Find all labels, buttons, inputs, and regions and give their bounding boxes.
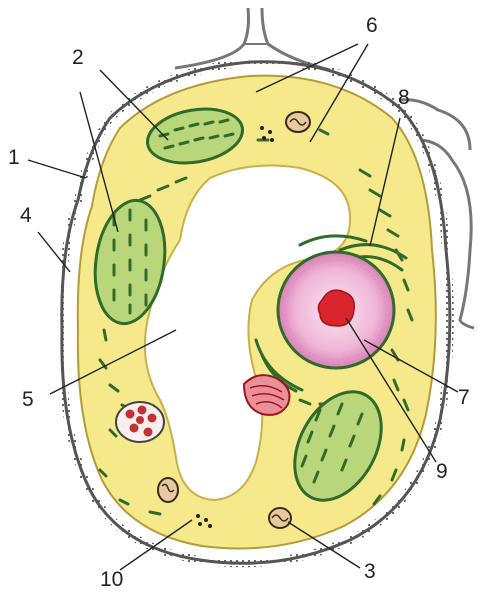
label-3: 3 <box>364 560 376 583</box>
mitochondrion-bottom-left <box>158 478 178 502</box>
nucleus <box>278 252 394 368</box>
label-4: 4 <box>20 204 32 227</box>
label-7: 7 <box>458 386 470 409</box>
label-6: 6 <box>366 14 378 37</box>
mitochondrion-top <box>286 112 310 132</box>
label-8: 8 <box>398 86 410 109</box>
leucoplast <box>116 402 164 442</box>
label-1: 1 <box>8 146 20 169</box>
label-10: 10 <box>100 568 123 591</box>
label-2: 2 <box>72 46 84 69</box>
label-9: 9 <box>436 460 448 483</box>
mitochondrion-bottom <box>269 508 291 528</box>
label-5: 5 <box>22 388 34 411</box>
